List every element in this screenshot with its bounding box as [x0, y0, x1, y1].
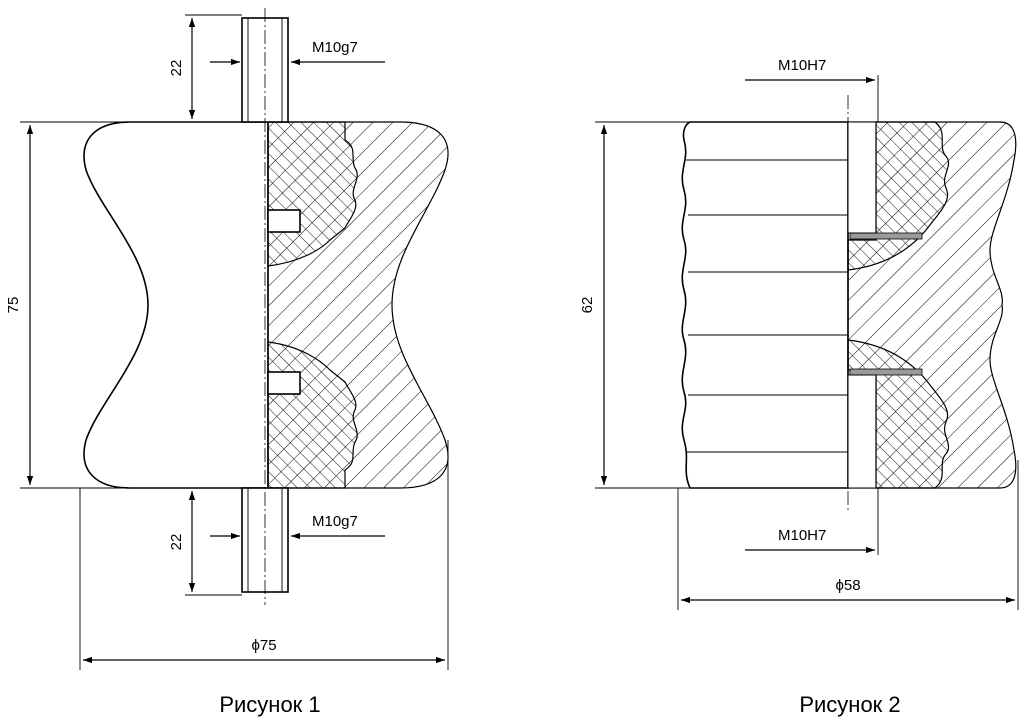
- fig2-thread-bottom: M10H7: [778, 527, 826, 544]
- fig2-caption: Рисунок 2: [799, 692, 900, 717]
- figure-1: 75 22 22 M10g7 M10g7 ϕ75 Рисунок 1: [5, 8, 449, 717]
- fig2-body-outline: [681, 121, 849, 489]
- fig2-thread-band-bottom: [849, 368, 923, 376]
- fig2-insert-top: [847, 121, 950, 271]
- fig2-insert-bottom: [847, 339, 950, 489]
- fig1-dim-diameter: ϕ75: [251, 637, 276, 654]
- fig1-thread-top: M10g7: [312, 39, 358, 56]
- fig1-dim-height: 75: [5, 297, 22, 314]
- fig1-dim-stud-bottom: 22: [168, 534, 185, 551]
- fig2-dim-height: 62: [579, 297, 596, 314]
- fig2-thread-band-top: [849, 232, 923, 240]
- fig1-thread-bottom: M10g7: [312, 513, 358, 530]
- fig2-dim-diameter: ϕ58: [835, 577, 860, 594]
- fig2-hole-top: [847, 121, 877, 234]
- fig1-dim-stud-top: 22: [168, 60, 185, 77]
- figure-2: 62 M10H7 M10H7 ϕ58 Рисунок 2: [579, 57, 1019, 717]
- fig2-hole-bottom: [847, 374, 877, 489]
- fig1-slot-top: [267, 209, 301, 233]
- fig1-caption: Рисунок 1: [219, 692, 320, 717]
- fig2-thread-top: M10H7: [778, 57, 826, 74]
- fig1-body-outline: [83, 121, 269, 489]
- fig1-slot-bottom: [267, 371, 301, 395]
